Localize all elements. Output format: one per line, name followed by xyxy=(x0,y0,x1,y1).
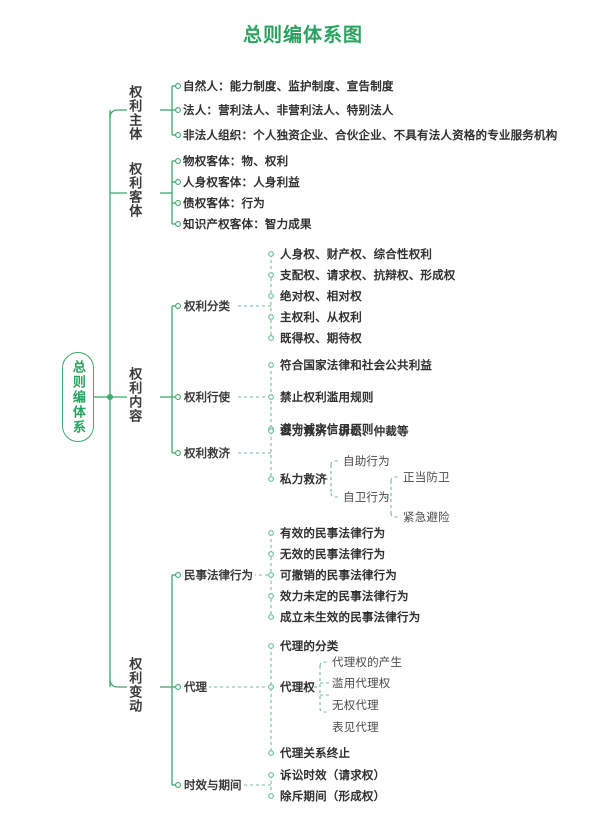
leaf-agency-termination[interactable]: 代理关系终止 xyxy=(280,748,351,760)
branch-label-rights-object[interactable]: 权利客体 xyxy=(127,161,143,219)
branch-label-rights-content[interactable]: 权利内容 xyxy=(127,366,143,424)
leaf-agency-types[interactable]: 代理的分类 xyxy=(280,641,339,653)
leaf-rights-type-1[interactable]: 人身权、财产权、综合性权利 xyxy=(280,249,433,261)
leaf-limitation-of-action[interactable]: 诉讼时效（请求权） xyxy=(280,770,386,782)
leaf-rights-type-5[interactable]: 既得权、期待权 xyxy=(280,333,362,345)
node-rights-remedy[interactable]: 权利救济 xyxy=(182,445,232,461)
leaf-rights-type-2[interactable]: 支配权、请求权、抗辩权、形成权 xyxy=(280,270,456,282)
leaf-property-right-object[interactable]: 物权客体：物、权利 xyxy=(183,156,289,168)
root-node[interactable]: 总则编体系 xyxy=(62,352,94,442)
leaf-act-not-effective[interactable]: 成立未生效的民事法律行为 xyxy=(280,612,421,624)
node-civil-juristic-act[interactable]: 民事法律行为 xyxy=(182,567,255,583)
leaf-rights-type-4[interactable]: 主权利、从权利 xyxy=(280,312,362,324)
leaf-act-pending[interactable]: 效力未定的民事法律行为 xyxy=(280,591,409,603)
leaf-exercise-rule-2[interactable]: 禁止权利滥用规则 xyxy=(280,392,374,404)
leaf-preclusive-period[interactable]: 除斥期间（形成权） xyxy=(280,791,386,803)
leaf-agency-authority[interactable]: 代理权 xyxy=(280,682,316,694)
leaf-personality-right-object[interactable]: 人身权客体：人身利益 xyxy=(183,177,300,189)
leaf-exercise-rule-1[interactable]: 符合国家法律和社会公共利益 xyxy=(280,360,433,372)
leaf-ip-right-object[interactable]: 知识产权客体：智力成果 xyxy=(183,219,312,231)
leaf-act-revocable[interactable]: 可撤销的民事法律行为 xyxy=(280,570,397,582)
branch-label-rights-change[interactable]: 权利变动 xyxy=(127,656,143,714)
node-limitation-period[interactable]: 时效与期间 xyxy=(182,777,244,793)
leaf-public-remedy[interactable]: 公力救济：诉讼、仲裁等 xyxy=(280,426,409,438)
leaf-agency-abuse[interactable]: 滥用代理权 xyxy=(332,678,391,690)
node-agency[interactable]: 代理 xyxy=(182,679,209,695)
page-title: 总则编体系图 xyxy=(242,25,363,46)
leaf-act-valid[interactable]: 有效的民事法律行为 xyxy=(280,528,386,540)
leaf-natural-person[interactable]: 自然人：能力制度、监护制度、宣告制度 xyxy=(183,81,394,93)
branch-label-rights-subject[interactable]: 权利主体 xyxy=(127,84,143,142)
leaf-emergency-avoidance[interactable]: 紧急避险 xyxy=(403,512,450,524)
leaf-unincorporated-org[interactable]: 非法人组织：个人独资企业、合伙企业、不具有法人资格的专业服务机构 xyxy=(183,130,558,142)
leaf-apparent-agency[interactable]: 表见代理 xyxy=(332,722,379,734)
node-rights-exercise[interactable]: 权利行使 xyxy=(182,389,232,405)
leaf-self-help[interactable]: 自助行为 xyxy=(343,456,390,468)
node-rights-classification[interactable]: 权利分类 xyxy=(182,298,232,314)
leaf-rights-type-3[interactable]: 绝对权、相对权 xyxy=(280,291,362,303)
leaf-private-remedy[interactable]: 私力救济 xyxy=(280,474,327,486)
leaf-act-void[interactable]: 无效的民事法律行为 xyxy=(280,549,386,561)
leaf-unauthorized-agency[interactable]: 无权代理 xyxy=(332,700,379,712)
leaf-legal-person[interactable]: 法人：营利法人、非营利法人、特别法人 xyxy=(183,105,394,117)
leaf-self-defense[interactable]: 自卫行为 xyxy=(343,492,390,504)
leaf-exercise-rule-3[interactable]: 遵守诚实信用原则 xyxy=(280,424,374,436)
leaf-claim-right-object[interactable]: 债权客体：行为 xyxy=(183,198,265,210)
leaf-justifiable-defense[interactable]: 正当防卫 xyxy=(403,472,450,484)
leaf-agency-authority-origin[interactable]: 代理权的产生 xyxy=(332,657,403,669)
